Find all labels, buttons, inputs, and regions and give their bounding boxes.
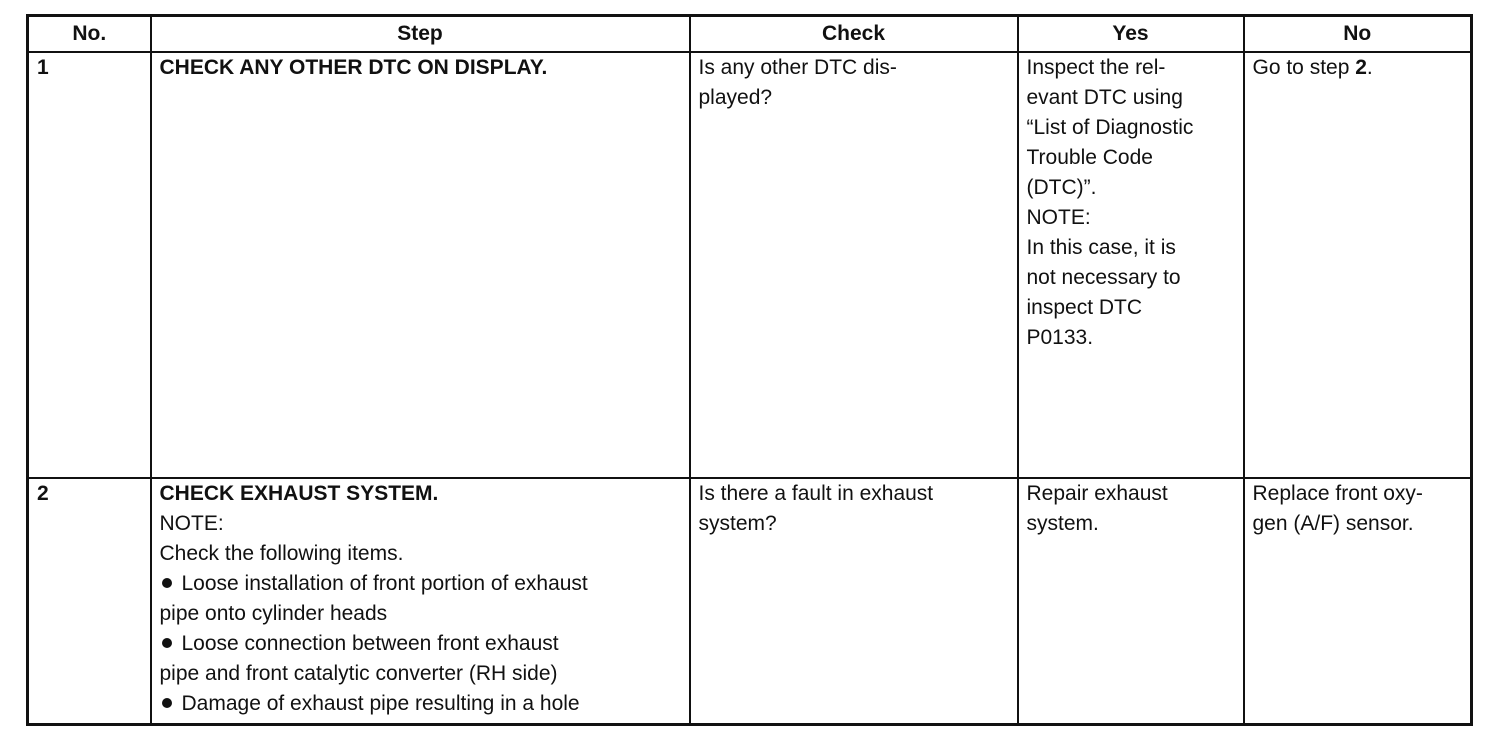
list-item: Loose connection between front exhaust p… (160, 629, 683, 689)
step-number: 1 (26, 51, 152, 479)
no-result-line: Replace front oxy- (1252, 482, 1423, 505)
no-result-suffix: . (1366, 56, 1373, 79)
step-note-text: Check the following items. (159, 542, 404, 565)
bullet-icon (161, 578, 172, 589)
step-number: 2 (26, 477, 152, 726)
yes-line: Inspect the rel- (1026, 56, 1166, 79)
check-cell: Is any other DTC dis- played? (688, 51, 1019, 479)
yes-line: In this case, it is (1026, 236, 1176, 259)
list-item: Damage of exhaust pipe resulting in a ho… (160, 689, 683, 719)
table-row: 1 CHECK ANY OTHER DTC ON DISPLAY. Is any… (26, 51, 1473, 479)
yes-line: inspect DTC (1026, 296, 1143, 319)
bullet-text: pipe and front catalytic converter (RH s… (159, 662, 558, 685)
bullet-icon (161, 638, 172, 649)
bullet-text: Loose connection between front exhaust (181, 632, 559, 655)
no-result-step-link: 2 (1355, 56, 1367, 79)
bullet-text: Loose installation of front portion of e… (181, 572, 588, 595)
header-step: Step (149, 14, 691, 53)
header-yes: Yes (1016, 14, 1245, 53)
no-result-cell: Go to step 2. (1242, 51, 1473, 479)
diagnostic-sheet: No. Step Check Yes No 1 CHECK ANY OTHER … (26, 14, 1473, 726)
yes-line: NOTE: (1026, 206, 1091, 229)
check-line: played? (698, 86, 773, 109)
yes-line: Trouble Code (1026, 146, 1153, 169)
list-item: Loose installation of front portion of e… (160, 569, 683, 629)
step-title: CHECK EXHAUST SYSTEM. (159, 482, 439, 505)
step-cell: CHECK ANY OTHER DTC ON DISPLAY. (149, 51, 691, 479)
step-note-label: NOTE: (159, 512, 224, 535)
yes-line: (DTC)”. (1026, 176, 1097, 199)
yes-line: evant DTC using (1026, 86, 1183, 109)
header-check: Check (688, 14, 1019, 53)
bullet-text: Damage of exhaust pipe resulting in a ho… (181, 692, 580, 715)
step-title: CHECK ANY OTHER DTC ON DISPLAY. (159, 56, 548, 79)
yes-line: “List of Diagnostic (1026, 116, 1194, 139)
bullet-icon (161, 698, 172, 709)
check-line: system? (698, 512, 777, 535)
check-line: Is there a fault in exhaust (698, 482, 934, 505)
diagnostic-table: No. Step Check Yes No 1 CHECK ANY OTHER … (26, 14, 1473, 726)
header-row: No. Step Check Yes No (26, 14, 1473, 53)
yes-line: P0133. (1026, 326, 1094, 349)
bullet-text: pipe onto cylinder heads (159, 602, 388, 625)
step-cell: CHECK EXHAUST SYSTEM. NOTE: Check the fo… (149, 477, 691, 726)
yes-cell: Repair exhaust system. (1016, 477, 1245, 726)
no-result-prefix: Go to step (1252, 56, 1356, 79)
header-no: No. (26, 14, 152, 53)
yes-line: not necessary to (1026, 266, 1181, 289)
header-no-result: No (1242, 14, 1473, 53)
yes-line: Repair exhaust (1026, 482, 1168, 505)
no-result-line: gen (A/F) sensor. (1252, 512, 1414, 535)
yes-line: system. (1026, 512, 1099, 535)
no-result-cell: Replace front oxy- gen (A/F) sensor. (1242, 477, 1473, 726)
yes-cell: Inspect the rel- evant DTC using “List o… (1016, 51, 1245, 479)
check-cell: Is there a fault in exhaust system? (688, 477, 1019, 726)
table-row: 2 CHECK EXHAUST SYSTEM. NOTE: Check the … (26, 477, 1473, 726)
check-line: Is any other DTC dis- (698, 56, 897, 79)
